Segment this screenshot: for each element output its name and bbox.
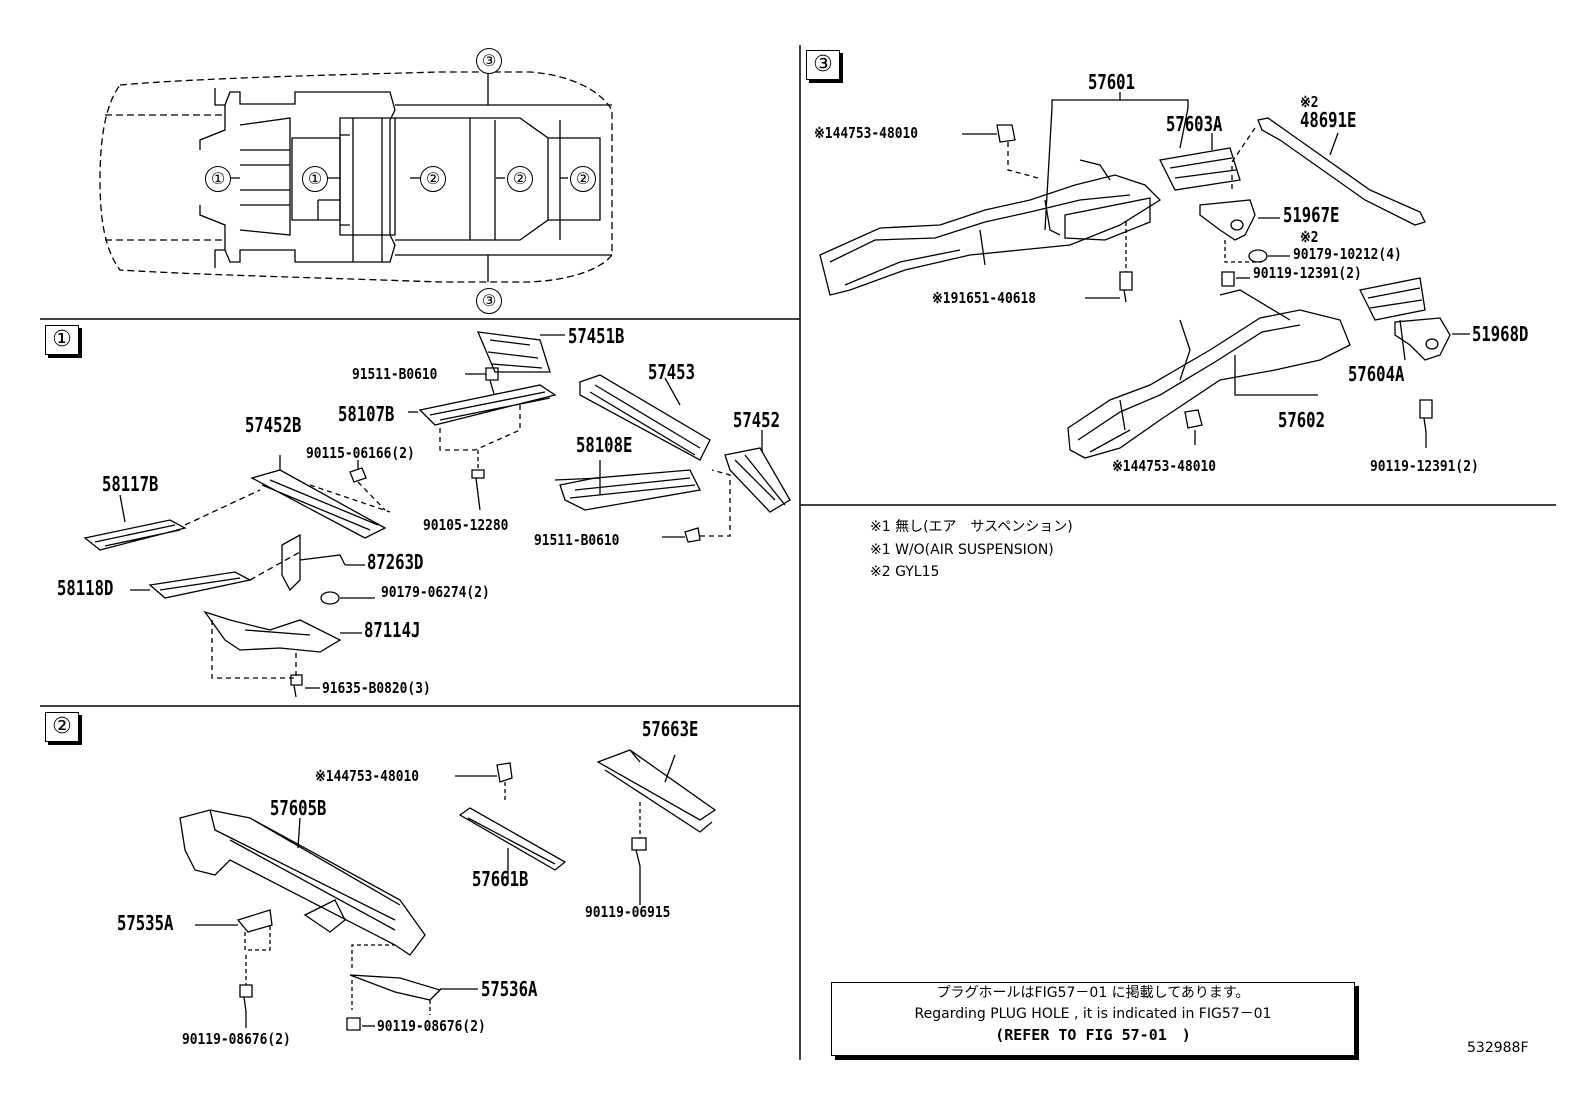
part-label-90115-06166: 90115-06166(2) xyxy=(306,444,415,462)
reference-refer: (REFER TO FIG 57-01 ) xyxy=(995,1026,1191,1044)
part-label-90119-06915: 90119-06915 xyxy=(585,903,671,921)
part-label-57604A: 57604A xyxy=(1348,362,1405,386)
part-label-44753-48010-bottom: ※144753-48010 xyxy=(1112,457,1217,475)
part-label-57535A: 57535A xyxy=(117,911,174,935)
reference-japanese: プラグホールはFIG57－01 に掲載してあります。 xyxy=(936,985,1250,1001)
part-label-44753-48010-sec2: ※144753-48010 xyxy=(315,767,420,785)
section3-parts xyxy=(819,92,1470,459)
part-label-58108E: 58108E xyxy=(576,433,633,457)
part-label-57663E: 57663E xyxy=(642,717,699,741)
overview-marker-1a: ① xyxy=(205,166,231,192)
section2-parts xyxy=(179,749,717,1031)
overview-marker-1b: ① xyxy=(302,166,328,192)
section-3-marker: ③ xyxy=(806,50,840,80)
panel-dividers xyxy=(40,45,1556,1060)
part-label-58107B: 58107B xyxy=(338,402,395,426)
part-label-58117B: 58117B xyxy=(102,472,159,496)
part-label-90105-12280: 90105-12280 xyxy=(423,516,509,534)
part-label-48691E: 48691E xyxy=(1300,108,1357,132)
section-2-marker: ② xyxy=(45,712,79,742)
part-label-57603A: 57603A xyxy=(1166,112,1223,136)
part-label-91511-B0610-b: 91511-B0610 xyxy=(534,531,620,549)
overview-marker-3-top: ③ xyxy=(476,48,502,74)
catalog-number: 532988F xyxy=(1467,1040,1529,1056)
reference-box: プラグホールはFIG57－01 に掲載してあります。 Regarding PLU… xyxy=(831,982,1355,1056)
overview-marker-2a: ② xyxy=(420,166,446,192)
part-label-51967E: 51967E xyxy=(1283,203,1340,227)
part-label-57661B: 57661B xyxy=(472,867,529,891)
part-label-57452: 57452 xyxy=(733,408,780,432)
part-label-57453: 57453 xyxy=(648,360,695,384)
part-label-90179-06274: 90179-06274(2) xyxy=(381,583,490,601)
overview-marker-3-bottom: ③ xyxy=(476,288,502,314)
part-label-91635-B0820: 91635-B0820(3) xyxy=(322,679,431,697)
part-label-57602: 57602 xyxy=(1278,408,1325,432)
part-label-91651-40618: ※191651-40618 xyxy=(932,289,1037,307)
part-label-57605B: 57605B xyxy=(270,796,327,820)
reference-english: Regarding PLUG HOLE , it is indicated in… xyxy=(914,1006,1272,1022)
part-label-87263D: 87263D xyxy=(367,550,424,574)
note-mark-2-b: ※2 xyxy=(1300,228,1319,246)
part-label-90119-12391-b: 90119-12391(2) xyxy=(1370,457,1479,475)
section-1-marker: ① xyxy=(45,325,79,355)
part-label-57452B: 57452B xyxy=(245,413,302,437)
part-label-90119-12391-a: 90119-12391(2) xyxy=(1253,264,1362,282)
part-label-90179-10212: 90179-10212(4) xyxy=(1293,245,1402,263)
note-mark-2-a: ※2 xyxy=(1300,93,1319,111)
vehicle-overview xyxy=(99,71,613,283)
part-label-90119-08676-b: 90119-08676(2) xyxy=(377,1017,486,1035)
part-label-51968D: 51968D xyxy=(1472,322,1529,346)
part-label-90119-08676-a: 90119-08676(2) xyxy=(182,1030,291,1048)
overview-marker-2b: ② xyxy=(507,166,533,192)
part-label-58118D: 58118D xyxy=(57,576,114,600)
section1-parts xyxy=(83,331,791,698)
part-label-57601: 57601 xyxy=(1088,70,1135,94)
overview-marker-2c: ② xyxy=(570,166,596,192)
part-label-57451B: 57451B xyxy=(568,324,625,348)
note-line-1: ※1 無し(エア サスペンション) xyxy=(870,519,1073,535)
part-label-57536A: 57536A xyxy=(481,977,538,1001)
part-label-87114J: 87114J xyxy=(364,618,421,642)
note-line-2: ※1 W/O(AIR SUSPENSION) xyxy=(870,542,1054,558)
part-label-44753-48010-top: ※144753-48010 xyxy=(814,124,919,142)
note-line-3: ※2 GYL15 xyxy=(870,564,940,580)
part-label-91511-B0610-a: 91511-B0610 xyxy=(352,365,438,383)
